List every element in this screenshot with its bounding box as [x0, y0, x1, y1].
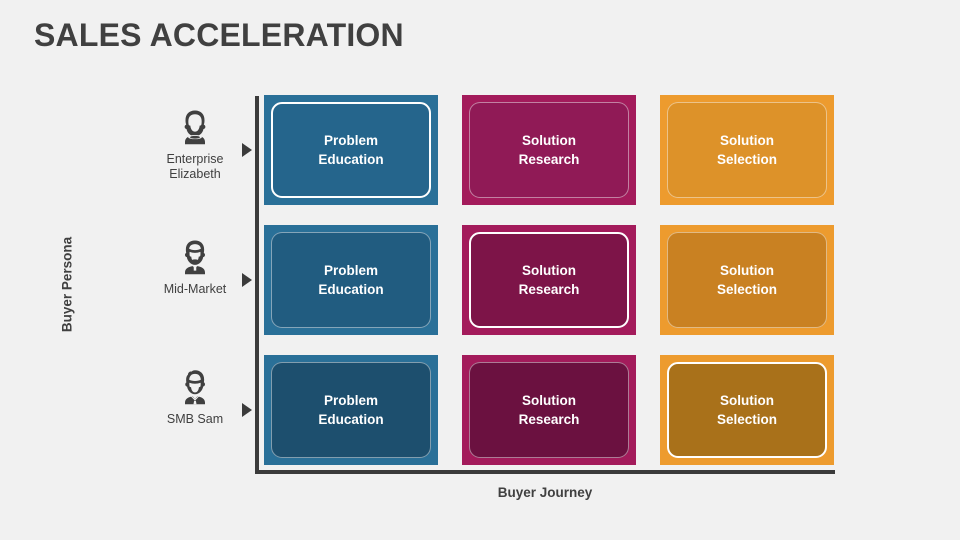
stage-card-r3-c2[interactable]: Solution Research — [462, 355, 636, 465]
y-axis-title: Buyer Persona — [59, 236, 75, 333]
x-axis-line — [255, 470, 835, 474]
stage-card-label: Solution Research — [518, 263, 580, 297]
stage-card-inner: Problem Education — [271, 362, 431, 458]
row-arrow-icon — [242, 273, 252, 287]
row-arrow-icon — [242, 403, 252, 417]
stage-card-r2-c2[interactable]: Solution Research — [462, 225, 636, 335]
stage-card-inner: Solution Selection — [667, 102, 827, 198]
stage-card-inner: Solution Research — [469, 362, 629, 458]
suited-man-avatar-icon — [175, 368, 215, 408]
stage-card-inner: Solution Research — [469, 232, 629, 328]
x-axis-title: Buyer Journey — [497, 485, 593, 500]
stage-card-label: Solution Selection — [716, 393, 778, 427]
stage-card-label: Solution Research — [518, 133, 580, 167]
stage-card-r1-c2[interactable]: Solution Research — [462, 95, 636, 205]
persona-label: Mid-Market — [163, 282, 227, 296]
bearded-man-avatar-icon — [175, 238, 215, 278]
y-axis-line — [255, 96, 259, 474]
stage-card-r1-c1[interactable]: Problem Education — [264, 95, 438, 205]
woman-avatar-icon — [175, 108, 215, 148]
stage-card-r3-c3[interactable]: Solution Selection — [660, 355, 834, 465]
stage-card-r2-c1[interactable]: Problem Education — [264, 225, 438, 335]
page-title: SALES ACCELERATION — [34, 17, 404, 53]
persona-row-2: Mid-Market — [150, 238, 240, 297]
stage-card-label: Problem Education — [318, 393, 384, 427]
stage-card-label: Solution Selection — [716, 263, 778, 297]
stage-card-inner: Problem Education — [271, 102, 431, 198]
persona-row-1: Enterprise Elizabeth — [150, 108, 240, 182]
stage-card-label: Problem Education — [318, 263, 384, 297]
stage-card-label: Solution Selection — [716, 133, 778, 167]
stage-card-r1-c3[interactable]: Solution Selection — [660, 95, 834, 205]
stage-card-inner: Solution Selection — [667, 362, 827, 458]
stage-card-inner: Solution Selection — [667, 232, 827, 328]
stage-card-label: Solution Research — [518, 393, 580, 427]
persona-label: SMB Sam — [166, 412, 224, 426]
stage-card-label: Problem Education — [318, 133, 384, 167]
stage-card-r3-c1[interactable]: Problem Education — [264, 355, 438, 465]
row-arrow-icon — [242, 143, 252, 157]
stage-card-inner: Problem Education — [271, 232, 431, 328]
persona-label: Enterprise Elizabeth — [166, 152, 224, 181]
persona-row-3: SMB Sam — [150, 368, 240, 427]
stage-card-r2-c3[interactable]: Solution Selection — [660, 225, 834, 335]
stage-card-inner: Solution Research — [469, 102, 629, 198]
